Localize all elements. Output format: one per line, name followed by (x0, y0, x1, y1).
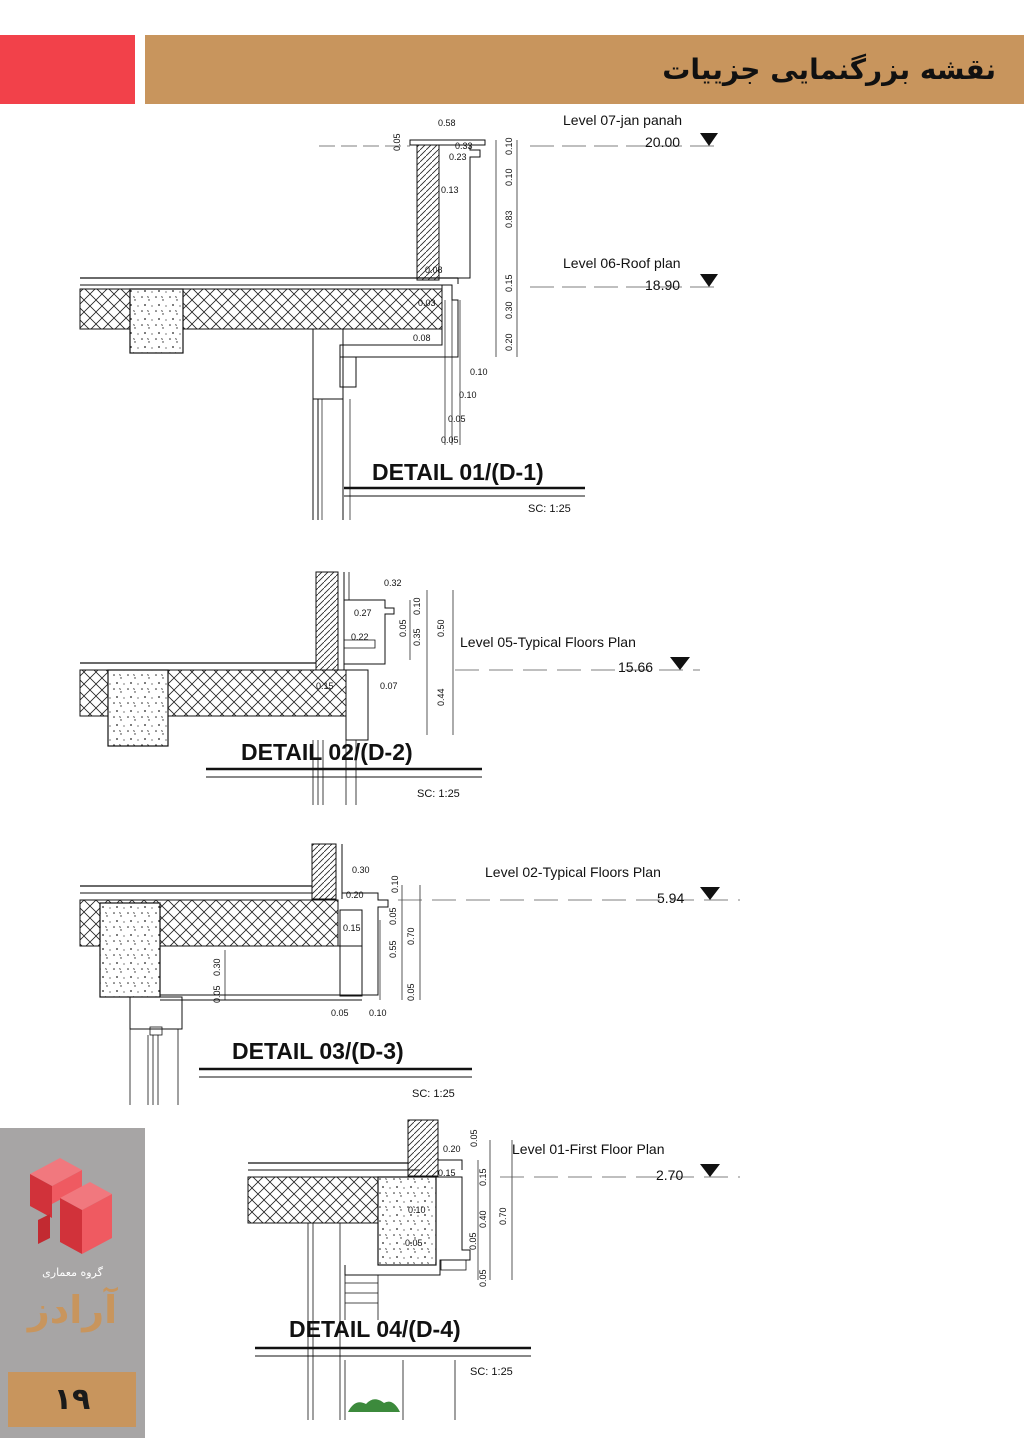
detail-title: DETAIL 01/(D-1) (372, 459, 544, 485)
dimension-label: 0.22 (351, 632, 369, 642)
dimension-label: 0.15 (478, 1168, 488, 1186)
dimension-label: 0.05 (212, 985, 222, 1003)
header-accent-block (0, 35, 135, 104)
dimension-label: 0.05 (448, 414, 466, 424)
dimension-label: 0.15 (438, 1168, 456, 1178)
detail-title: DETAIL 04/(D-4) (289, 1316, 461, 1342)
level-label: Level 07-jan panah (563, 112, 682, 128)
level-label: Level 02-Typical Floors Plan (485, 864, 661, 880)
dimension-label: 0.10 (504, 168, 514, 186)
dimension-label: 0.05 (331, 1008, 349, 1018)
dimension-label: 0.40 (478, 1210, 488, 1228)
dimension-label: 0.20 (443, 1144, 461, 1154)
dimension-label: 0.70 (498, 1207, 508, 1225)
dimension-label: 0.10 (390, 875, 400, 893)
detail-02: 0.32 0.27 0.10 0.22 0.05 0.35 0.50 0.15 … (79, 571, 700, 805)
page-number-box: ۱۹ (8, 1372, 136, 1427)
detail-scale: SC: 1:25 (412, 1088, 455, 1100)
dimension-label: 0.05 (406, 983, 416, 1001)
dimension-label: 0.58 (438, 118, 456, 128)
level-label: Level 05-Typical Floors Plan (460, 634, 636, 650)
dimension-label: 0.08 (425, 265, 443, 275)
dimension-label: 0.08 (413, 333, 431, 343)
dimension-label: 0.05 (441, 435, 459, 445)
dimension-label: 0.05 (405, 1238, 423, 1248)
detail-title: DETAIL 03/(D-3) (232, 1038, 404, 1064)
dimension-label: 0.44 (436, 688, 446, 706)
dimension-label: 0.10 (470, 367, 488, 377)
level-label: Level 06-Roof plan (563, 255, 681, 271)
header-bar: نقشه بزرگنمایی جزییات (145, 35, 1024, 104)
dimension-label: 0.05 (398, 619, 408, 637)
detail-04: 0.20 0.05 0.15 0.15 0.10 0.40 0.70 0.05 … (247, 1119, 740, 1420)
dimension-label: 0.27 (354, 608, 372, 618)
dimension-label: 0.05 (388, 907, 398, 925)
dimension-label: 0.15 (343, 923, 361, 933)
isometric-blocks-logo-icon (30, 1158, 112, 1254)
dimension-label: 0.05 (392, 133, 402, 151)
detail-scale: SC: 1:25 (417, 788, 460, 800)
group-label: گروه معماری (42, 1266, 103, 1279)
dimension-label: 0.10 (412, 597, 422, 615)
brand-name: آرادز (27, 1288, 118, 1332)
dimension-label: 0.30 (212, 958, 222, 976)
dimension-label: 0.07 (380, 681, 398, 691)
dimension-label: 0.03 (418, 298, 436, 308)
level-elevation: 20.00 (645, 134, 680, 150)
dimension-label: 0.10 (459, 390, 477, 400)
dimension-label: 0.10 (408, 1205, 426, 1215)
dimension-label: 0.30 (352, 865, 370, 875)
dimension-label: 0.70 (406, 927, 416, 945)
detail-03: 0.30 0.20 0.10 0.15 0.05 0.55 0.70 0.30 … (79, 843, 740, 1105)
dimension-label: 0.10 (504, 137, 514, 155)
dimension-label: 0.32 (384, 578, 402, 588)
dimension-label: 0.13 (441, 185, 459, 195)
dimension-label: 0.15 (316, 681, 334, 691)
publisher-sidebar: گروه معماری آرادز ۱۹ (0, 1128, 145, 1438)
detail-01: 0.58 0.05 0.33 0.23 0.13 0.08 0.03 0.08 … (79, 112, 720, 520)
dimension-label: 0.15 (504, 274, 514, 292)
level-elevation: 18.90 (645, 277, 680, 293)
level-label: Level 01-First Floor Plan (512, 1141, 665, 1157)
detail-scale: SC: 1:25 (528, 503, 571, 515)
dimension-label: 0.10 (369, 1008, 387, 1018)
page-title: نقشه بزرگنمایی جزییات (662, 53, 996, 86)
dimension-label: 0.05 (468, 1232, 478, 1250)
dimension-label: 0.55 (388, 940, 398, 958)
detail-scale: SC: 1:25 (470, 1366, 513, 1378)
dimension-label: 0.05 (478, 1269, 488, 1287)
detail-title: DETAIL 02/(D-2) (241, 739, 413, 765)
dimension-label: 0.35 (412, 628, 422, 646)
dimension-label: 0.23 (449, 152, 467, 162)
level-elevation: 2.70 (656, 1167, 683, 1183)
shrub-icon (348, 1399, 400, 1412)
level-elevation: 15.66 (618, 659, 653, 675)
dimension-label: 0.20 (504, 333, 514, 351)
dimension-label: 0.33 (455, 141, 473, 151)
dimension-label: 0.05 (469, 1129, 479, 1147)
dimension-label: 0.20 (346, 890, 364, 900)
dimension-label: 0.50 (436, 619, 446, 637)
level-elevation: 5.94 (657, 890, 684, 906)
dimension-label: 0.83 (504, 210, 514, 228)
page-number: ۱۹ (53, 1382, 91, 1417)
dimension-label: 0.30 (504, 301, 514, 319)
